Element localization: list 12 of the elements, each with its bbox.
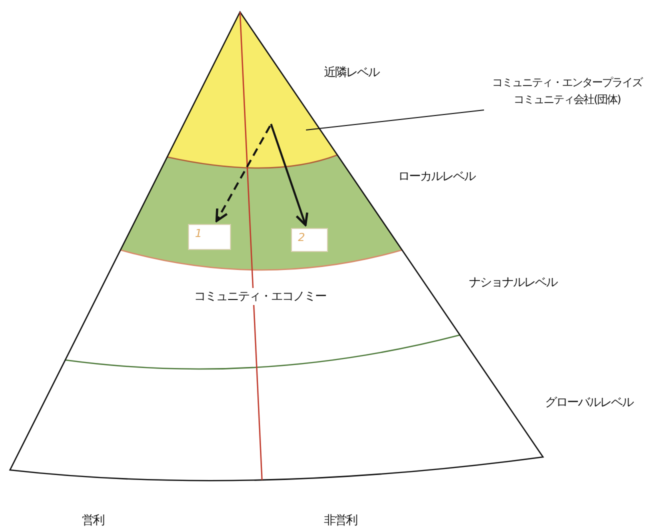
level-label: グローバルレベル [543, 394, 635, 411]
leader-line [306, 110, 484, 130]
callout-text: コミュニティ会社(団体) [512, 92, 622, 108]
callout-text: コミュニティ・エンタープライズ [491, 75, 644, 91]
arrow [270, 124, 308, 226]
level-label: 非営利 [322, 512, 359, 529]
level-label: ナショナルレベル [467, 274, 559, 291]
number-box: 1 [188, 224, 231, 250]
number-box: 2 [291, 228, 328, 252]
level-label: 近隣レベル [322, 64, 381, 81]
arrow [215, 126, 271, 222]
level-label: 営利 [80, 512, 106, 529]
